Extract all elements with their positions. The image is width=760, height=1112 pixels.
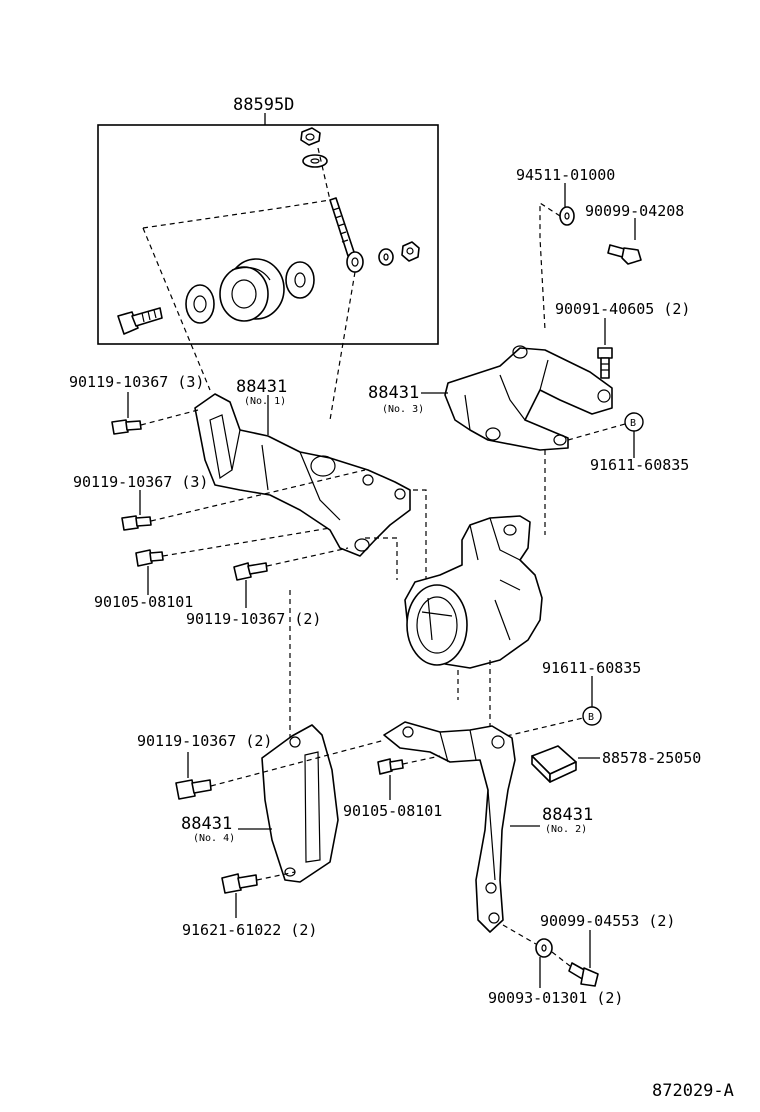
- label-90093-01301: 90093-01301 (2): [488, 989, 623, 1007]
- label-91611-60835-bottom: 91611-60835: [542, 659, 641, 677]
- bolt-91621-icon: [221, 873, 258, 894]
- bolt-90119-a-icon: [111, 419, 142, 435]
- lower-left-fasteners: [175, 739, 386, 918]
- washer-small: [378, 248, 394, 266]
- label-90105-08101-right: 90105-08101: [343, 802, 442, 820]
- figure-code: 872029-A: [652, 1081, 734, 1101]
- compressor: [404, 450, 546, 735]
- label-90099-04553: 90099-04553 (2): [540, 912, 675, 930]
- assembly-88595d-group: [97, 113, 439, 421]
- label-91621-61022: 91621-61022 (2): [182, 921, 317, 939]
- pulley-bolt: [117, 307, 163, 335]
- lower-right-fasteners: [377, 745, 600, 988]
- bolt-90119-b-icon: [121, 515, 152, 531]
- label-90099-04208: 90099-04208: [585, 202, 684, 220]
- bracket-no2: [383, 721, 540, 933]
- washer-large: [185, 284, 215, 324]
- label-88578-25050: 88578-25050: [602, 749, 701, 767]
- idler-pulley: [219, 258, 285, 322]
- washer-90093-icon: [535, 938, 553, 958]
- label-88595d: 88595D: [233, 95, 294, 115]
- bolt-90105-left-icon: [135, 549, 164, 567]
- label-88431-no2: 88431: [542, 805, 593, 825]
- label-90119-10367-c: 90119-10367 (2): [186, 610, 321, 628]
- assembly-88595d-box: [97, 124, 439, 345]
- label-88431-no3: 88431: [368, 383, 419, 403]
- upper-right-fasteners: [539, 183, 642, 379]
- label-ref-b-top: B: [630, 418, 636, 429]
- label-94511-01000: 94511-01000: [516, 166, 615, 184]
- ref-b-bottom-circle: [582, 706, 602, 726]
- bracket-no3: [421, 345, 613, 451]
- bolt-90091-icon: [597, 347, 613, 379]
- label-88431-no4: 88431: [181, 814, 232, 834]
- washer-94511-icon: [559, 206, 575, 226]
- washer-pulley: [285, 261, 315, 299]
- label-88431-no1: 88431: [236, 377, 287, 397]
- left-fasteners: [111, 392, 366, 608]
- eye-bolt: [329, 197, 355, 257]
- label-ref-b-bottom: B: [588, 712, 594, 723]
- label-90091-40605: 90091-40605 (2): [555, 300, 690, 318]
- label-91611-60835-top: 91611-60835: [590, 456, 689, 474]
- bolt-90099-04553-icon: [568, 962, 599, 987]
- bolt-90119-d-icon: [175, 779, 212, 800]
- bracket-no4: [238, 724, 339, 883]
- nut-top: [300, 127, 321, 146]
- label-88431-no3-sub: (No. 3): [382, 404, 424, 415]
- label-90105-08101-left: 90105-08101: [94, 593, 193, 611]
- bolt-90119-c-icon: [233, 562, 268, 581]
- nut-small: [401, 241, 420, 262]
- bolt-90105-right-icon: [377, 758, 404, 775]
- bracket-no1: [194, 393, 411, 557]
- label-88431-no2-sub: (No. 2): [545, 824, 587, 835]
- bolt-90099-04208-icon: [607, 244, 642, 265]
- label-90119-10367-b: 90119-10367 (3): [73, 473, 208, 491]
- label-90119-10367-d: 90119-10367 (2): [137, 732, 272, 750]
- spacer-88578-icon: [531, 745, 577, 783]
- label-88431-no1-sub: (No. 1): [244, 396, 286, 407]
- label-88431-no4-sub: (No. 4): [193, 833, 235, 844]
- washer-top: [302, 154, 328, 168]
- label-90119-10367-a: 90119-10367 (3): [69, 373, 204, 391]
